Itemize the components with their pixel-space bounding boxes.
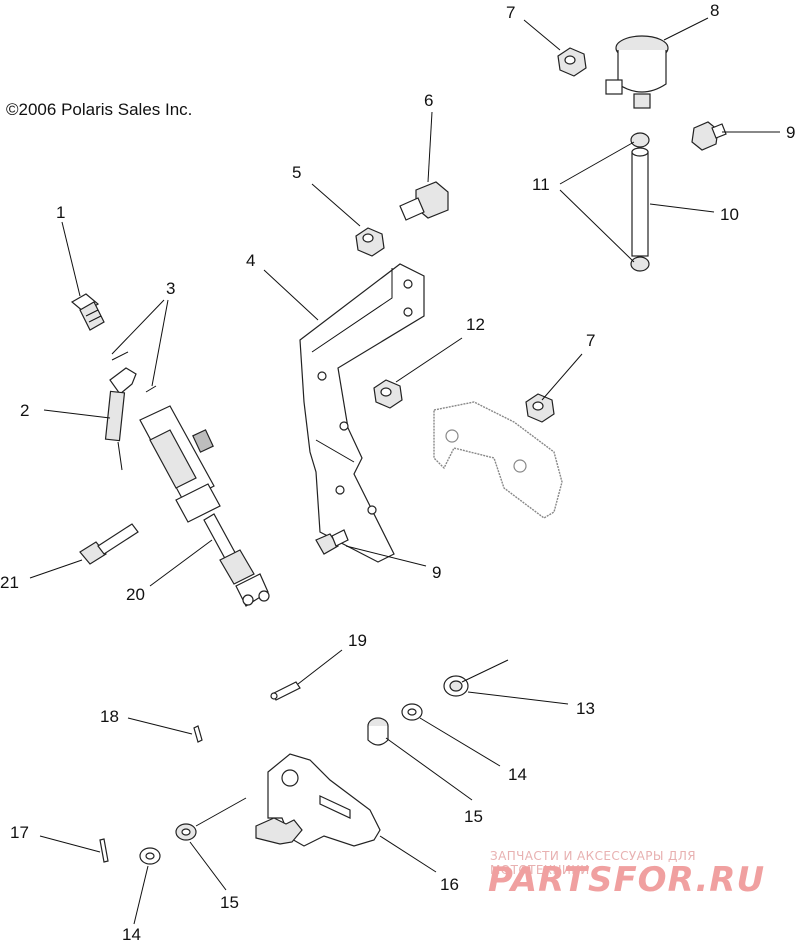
- part-18-cotter-pin: [193, 725, 203, 743]
- leader-lines: [29, 17, 780, 925]
- part-15-bushing-left: [175, 823, 197, 841]
- part-12-nut: [373, 379, 403, 409]
- callout-19: 19: [348, 631, 367, 650]
- part-7-nut-upper: [557, 47, 587, 77]
- part-17-cotter-pin: [99, 838, 109, 863]
- callout-20: 20: [126, 585, 145, 604]
- part-1-screw: [70, 293, 105, 331]
- part-7-nut-lower: [525, 393, 555, 423]
- part-3-clips: [111, 351, 157, 393]
- part-2-fitting: [104, 367, 137, 471]
- callout-8: 8: [710, 1, 719, 20]
- mounting-plate: [433, 401, 563, 519]
- callout-5: 5: [292, 163, 301, 182]
- part-14-washer-left: [139, 847, 161, 865]
- part-4-bracket: [299, 263, 425, 563]
- part-8-reservoir: [605, 35, 669, 109]
- callout-14-right: 14: [508, 765, 527, 784]
- callout-4: 4: [246, 251, 255, 270]
- callout-16: 16: [440, 875, 459, 894]
- callout-10: 10: [720, 205, 739, 224]
- copyright-notice: ©2006 Polaris Sales Inc.: [6, 100, 193, 119]
- part-10-hose: [631, 147, 649, 257]
- callout-6: 6: [424, 91, 433, 110]
- callout-15-left: 15: [220, 893, 239, 912]
- callout-21: 21: [0, 573, 19, 592]
- watermark-tagline: ЗАПЧАСТИ И АКСЕССУАРЫ ДЛЯ МОТОТЕХНИКИ: [490, 849, 696, 877]
- part-21-bolt: [79, 523, 139, 565]
- callout-9-lower: 9: [432, 563, 441, 582]
- callout-18: 18: [100, 707, 119, 726]
- part-14-washer-right: [401, 703, 423, 721]
- part-9-bolt-lower: [315, 529, 349, 555]
- part-15-bushing-right: [367, 717, 389, 746]
- part-9-bolt-upper: [691, 121, 727, 151]
- watermark-logo: PARTSFOR.RU: [488, 860, 766, 900]
- callout-1: 1: [56, 203, 65, 222]
- callout-13: 13: [576, 699, 595, 718]
- callout-7-upper: 7: [506, 3, 515, 22]
- part-13-clip: [443, 675, 469, 697]
- callout-11: 11: [532, 175, 550, 194]
- callout-2: 2: [20, 401, 29, 420]
- callout-7-lower: 7: [586, 331, 595, 350]
- part-6-bolt: [399, 181, 449, 221]
- part-5-nut: [355, 227, 385, 257]
- part-16-pedal: [255, 753, 381, 847]
- callout-17: 17: [10, 823, 29, 842]
- callout-14-left: 14: [122, 925, 141, 943]
- callout-9-upper: 9: [786, 123, 795, 142]
- part-11-clamps: [630, 132, 650, 272]
- part-19-pin: [270, 681, 301, 701]
- callout-3: 3: [166, 279, 175, 298]
- callout-15-right: 15: [464, 807, 483, 826]
- callout-12: 12: [466, 315, 485, 334]
- part-20-master-cylinder: [139, 405, 270, 607]
